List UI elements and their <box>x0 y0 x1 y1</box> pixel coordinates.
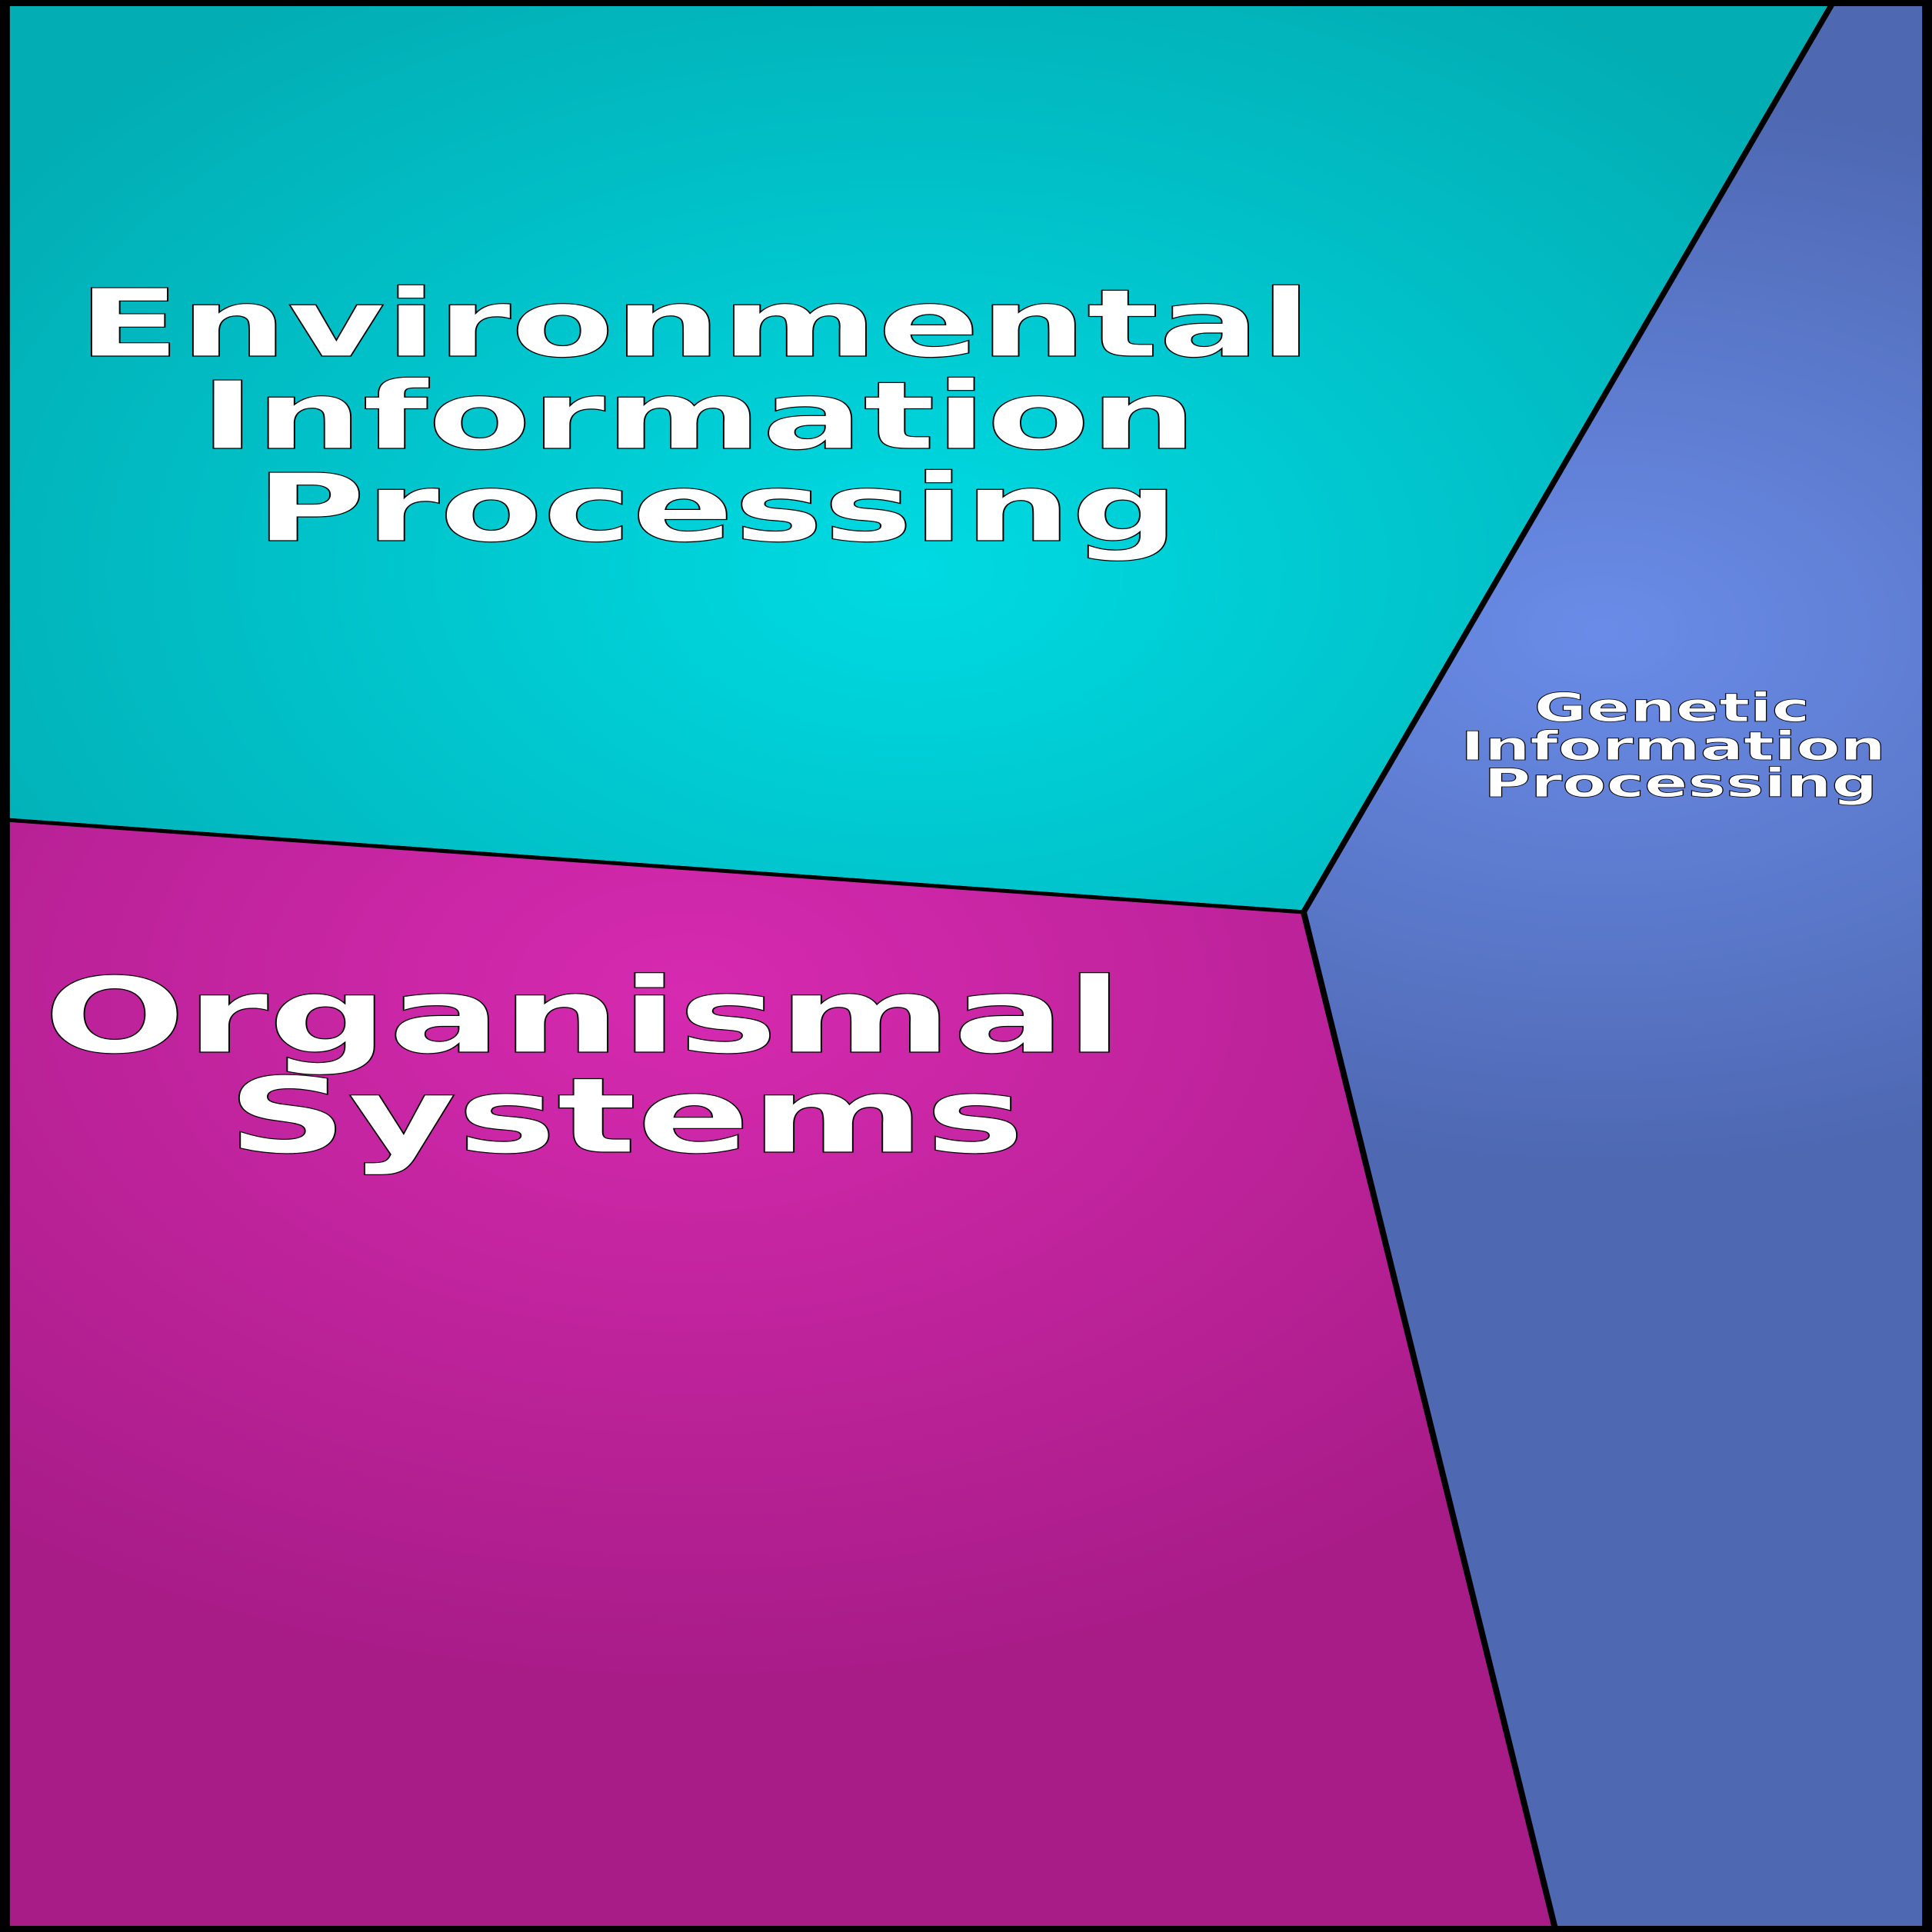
label-organismal-systems: Organismal Systems <box>43 954 1181 1177</box>
label-line: Processing <box>1484 761 1877 807</box>
label-line: Genetic <box>1534 685 1810 731</box>
label-line: Processing <box>255 455 1179 564</box>
label-line: Information <box>200 362 1198 471</box>
label-genetic-information-processing: Genetic Information Processing <box>1461 685 1908 807</box>
label-line: Information <box>1461 724 1886 770</box>
label-line: Organismal <box>43 954 1123 1077</box>
label-line: Systems <box>227 1054 1024 1177</box>
label-environmental-information-processing: Environmental Information Processing <box>78 270 1364 564</box>
label-line: Environmental <box>78 270 1311 379</box>
